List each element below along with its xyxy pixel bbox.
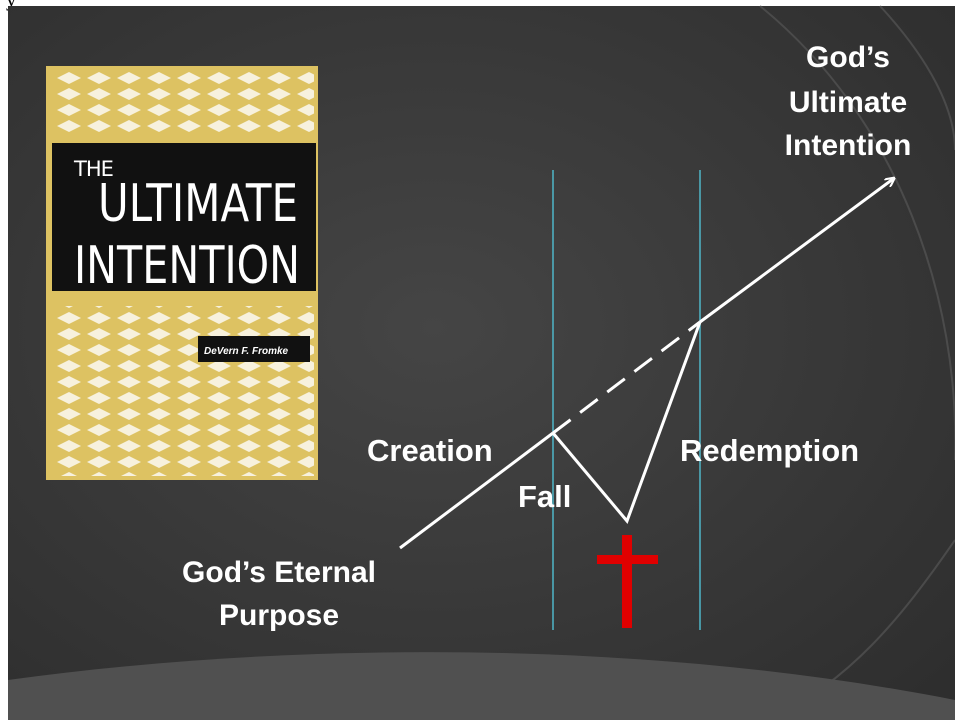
book-cover: THE ULTIMATE INTENTION DeVern F. Fromke [46, 66, 318, 480]
creation-label: Creation [367, 433, 493, 468]
book-title-line1: ULTIMATE [98, 174, 298, 234]
start-label-line1: God’s Eternal [182, 556, 376, 589]
book-title-the: THE [73, 157, 113, 181]
bottom-swoosh [8, 652, 955, 720]
cross-icon [597, 535, 658, 628]
fall-and-redemption-path [551, 321, 702, 524]
end-label-line1: God’s [806, 41, 890, 74]
redemption-label: Redemption [680, 433, 859, 468]
start-label-line2: Purpose [219, 599, 339, 632]
book-title-line2: INTENTION [74, 236, 300, 296]
fall-label: Fall [518, 479, 571, 514]
purpose-line [399, 431, 554, 550]
intended-path-dashed [552, 320, 701, 435]
book-author: DeVern F. Fromke [204, 346, 289, 357]
end-label-line2: Ultimate [789, 86, 907, 119]
top-note: y [6, 0, 17, 12]
end-label-line3: Intention [785, 129, 912, 162]
ultimate-intention-arrow [699, 179, 893, 324]
